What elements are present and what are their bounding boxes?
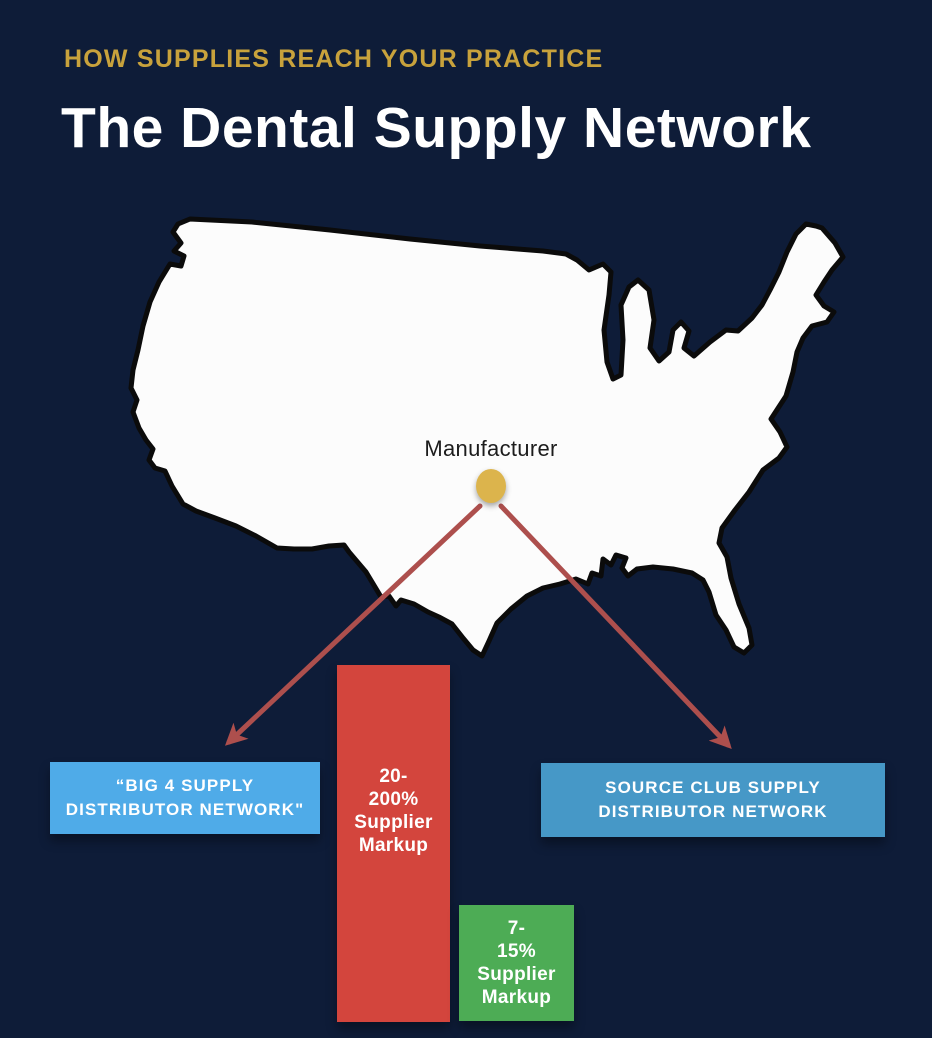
us-map-outline: [128, 216, 846, 659]
big4-distributor-box: “BIG 4 SUPPLY DISTRIBUTOR NETWORK": [50, 762, 320, 834]
source-club-distributor-label: SOURCE CLUB SUPPLY DISTRIBUTOR NETWORK: [598, 778, 828, 821]
manufacturer-label: Manufacturer: [424, 436, 558, 461]
big4-markup-label: 20- 200% Supplier Markup: [354, 766, 433, 856]
big4-distributor-label: “BIG 4 SUPPLY DISTRIBUTOR NETWORK": [65, 776, 305, 819]
arrow-to-source-club: [498, 503, 732, 749]
source-club-distributor-box: SOURCE CLUB SUPPLY DISTRIBUTOR NETWORK: [541, 763, 885, 837]
source-club-markup-label: 7- 15% Supplier Markup: [477, 918, 556, 1008]
manufacturer-dot: [476, 469, 506, 503]
source-club-markup-bar: 7- 15% Supplier Markup: [459, 905, 574, 1021]
arrow-to-big4: [224, 503, 483, 746]
page-title: The Dental Supply Network: [61, 96, 812, 160]
kicker-heading: HOW SUPPLIES REACH YOUR PRACTICE: [64, 45, 604, 73]
big4-markup-bar: 20- 200% Supplier Markup: [337, 665, 450, 1022]
